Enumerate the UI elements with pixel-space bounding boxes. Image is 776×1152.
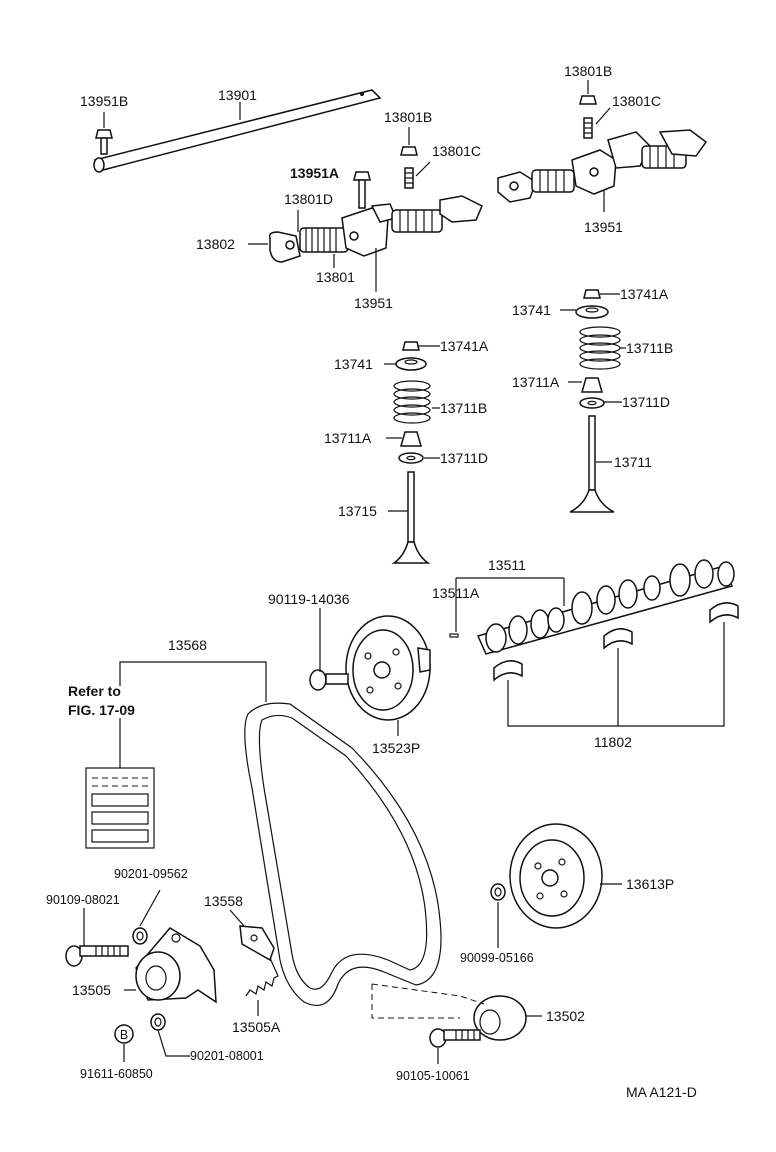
figure-code: MA A121-D xyxy=(626,1084,697,1100)
label-13711B-a: 13711B xyxy=(440,400,487,416)
label-90201-08001: 90201-08001 xyxy=(190,1049,264,1063)
label-13613P: 13613P xyxy=(626,876,674,892)
circle-B: B xyxy=(114,1024,134,1044)
label-90105: 90105-10061 xyxy=(396,1069,470,1083)
camshaft-pulley-13523P xyxy=(345,615,431,721)
adjust-nut-right xyxy=(579,95,597,139)
label-13801: 13801 xyxy=(316,269,355,285)
rocker-assembly-left xyxy=(268,195,483,263)
crankshaft-pulley-13613P xyxy=(509,823,603,929)
label-13802: 13802 xyxy=(196,236,235,252)
label-13568: 13568 xyxy=(168,637,207,653)
dashed-link-1 xyxy=(371,984,460,1019)
refer-line2: FIG. 17-09 xyxy=(68,702,135,718)
label-13741-b: 13741 xyxy=(512,302,551,318)
label-13511A: 13511A xyxy=(432,585,480,601)
leader-13801C-b xyxy=(595,107,611,125)
label-13951-b: 13951 xyxy=(584,219,623,235)
dashed-link-2 xyxy=(371,983,485,1005)
label-90201-09562: 90201-09562 xyxy=(114,867,188,881)
camshaft xyxy=(449,559,735,655)
label-13711: 13711 xyxy=(614,454,652,470)
label-13801C-b: 13801C xyxy=(612,93,661,109)
label-90119: 90119-14036 xyxy=(268,591,350,607)
label-13801B-b: 13801B xyxy=(564,63,612,79)
label-90099: 90099-05166 xyxy=(460,951,534,965)
bracket-13558 xyxy=(239,925,275,962)
label-13505A: 13505A xyxy=(232,1019,281,1035)
spring-13505A xyxy=(245,957,279,997)
bolt-90119 xyxy=(309,669,349,691)
adjust-nut-left xyxy=(400,146,418,189)
label-13741-a: 13741 xyxy=(334,356,373,372)
leader-90201-08001 xyxy=(157,1029,190,1057)
label-13951B: 13951B xyxy=(80,93,128,109)
timing-belt xyxy=(244,702,442,1006)
label-13901: 13901 xyxy=(218,87,257,103)
label-13558: 13558 xyxy=(204,893,243,909)
valve-stack-right xyxy=(569,289,621,513)
bolt-90109 xyxy=(65,945,129,967)
label-13741A-b: 13741A xyxy=(620,286,669,302)
label-13502: 13502 xyxy=(546,1008,585,1024)
bolt-13951B xyxy=(95,129,113,155)
label-13711D-b: 13711D xyxy=(622,394,670,410)
key-90099 xyxy=(490,883,506,901)
label-11802: 11802 xyxy=(594,734,632,750)
leader-13558 xyxy=(229,909,245,927)
washer-90201-09562 xyxy=(132,927,148,945)
label-13523P: 13523P xyxy=(372,740,420,756)
leader-13801C-a xyxy=(415,161,431,177)
label-90109: 90109-08021 xyxy=(46,893,120,907)
label-13711B-b: 13711B xyxy=(626,340,673,356)
label-13711A-a: 13711A xyxy=(324,430,372,446)
label-13801B-a: 13801B xyxy=(384,109,432,125)
refer-line1: Refer to xyxy=(68,683,121,699)
camshaft-bearings xyxy=(493,602,739,682)
bracket-11802 xyxy=(507,622,725,727)
tensioner-13505 xyxy=(135,927,217,1004)
bolt-13951A xyxy=(353,171,371,209)
label-13951A: 13951A xyxy=(290,165,339,181)
label-13711D-a: 13711D xyxy=(440,450,488,466)
label-13505: 13505 xyxy=(72,982,111,998)
label-13741A-a: 13741A xyxy=(440,338,489,354)
rocker-assembly-right xyxy=(497,129,708,203)
circle-b-text: B xyxy=(120,1028,128,1042)
bracket-13568 xyxy=(119,661,267,702)
washer-90201-08001 xyxy=(150,1013,166,1031)
label-13801D: 13801D xyxy=(284,191,333,207)
label-91611: 91611-60850 xyxy=(80,1067,153,1081)
reference-box xyxy=(85,767,155,849)
label-13511: 13511 xyxy=(488,557,526,573)
label-13951-a: 13951 xyxy=(354,295,393,311)
rocker-shaft xyxy=(93,89,382,173)
label-13801C-a: 13801C xyxy=(432,143,481,159)
idler-13502 xyxy=(429,995,527,1048)
valve-stack-left xyxy=(391,341,431,564)
label-13715: 13715 xyxy=(338,503,377,519)
leader-90201-09562 xyxy=(139,889,161,927)
label-13711A-b: 13711A xyxy=(512,374,560,390)
